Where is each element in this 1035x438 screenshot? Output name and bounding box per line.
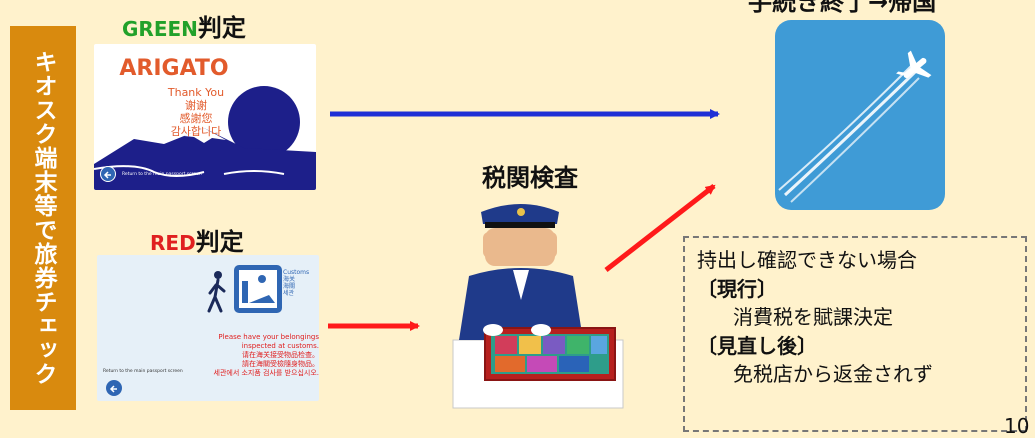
note-current-text: 消費税を賦課決定 [733,305,893,329]
customs-line: 海關 [283,283,296,290]
customs-officer-illustration [452,204,624,409]
note-line1: 持出し確認できない場合 [697,248,917,272]
note-current-label: 〔現行〕 [697,276,777,301]
red-heading: RED判定 [150,222,244,257]
thankyou-line: 감사합니다 [170,125,222,138]
green-heading-rest: 判定 [197,14,246,42]
page-number: 10 [1004,414,1030,438]
customs-line: Customs [283,269,310,276]
thankyou-line: 感謝您 [179,112,213,125]
side-label: キオスク端末等で旅券チェック [10,26,76,410]
inspection-to-departure-arrow [604,184,716,272]
customs-line: 海关 [283,276,296,283]
airplane-icon [778,50,932,203]
message-line: 請在海關受檢隨身物品。 [242,360,319,368]
customs-pictogram [207,265,282,313]
mount-fuji-illustration [94,86,316,190]
thankyou-line: 谢谢 [185,99,207,112]
back-button[interactable] [100,166,116,182]
message-line: inspected at customs. [241,342,319,350]
back-button[interactable] [105,379,123,401]
red-judgment-screen: Customs 海关 海關 세관 Please have your belong… [97,255,319,401]
arigato-title: ARIGATO [119,56,229,81]
message-line: 请在海关接受物品检查。 [242,351,319,359]
back-arrow-icon [106,380,122,396]
inspection-message: Please have your belongings inspected at… [197,333,320,378]
back-arrow-icon [101,167,115,181]
inspection-heading: 税関検査 [482,164,578,192]
thankyou-lines: Thank You 谢谢 感謝您 감사합니다 [154,86,238,138]
note-revised-text: 免税店から返金されず [733,362,933,386]
note-box: 持出し確認できない場合 〔現行〕 消費税を賦課決定 〔見直し後〕 免税店から返金… [683,236,1027,432]
return-text: Return to the main passport screen [122,172,202,177]
airplane-departure-illustration [775,20,945,210]
customs-line: 세관 [283,290,295,297]
departure-heading: 手続き終了→帰国 [748,0,937,16]
red-heading-colored: RED [150,231,196,255]
note-revised-label: 〔見直し後〕 [697,333,817,358]
red-heading-rest: 判定 [195,228,244,256]
thankyou-line: Thank You [167,86,225,99]
return-text: Return to the main passport screen [103,369,183,374]
green-judgment-screen: ARIGATO Thank You 谢谢 感謝您 감사합니다 Return to… [94,44,316,190]
message-line: 세관에서 소지품 검사를 받으십시오. [213,369,320,377]
green-heading: GREEN判定 [122,8,246,43]
customs-label: Customs 海关 海關 세관 [283,269,309,297]
message-line: Please have your belongings [218,333,319,341]
green-heading-colored: GREEN [122,17,198,41]
